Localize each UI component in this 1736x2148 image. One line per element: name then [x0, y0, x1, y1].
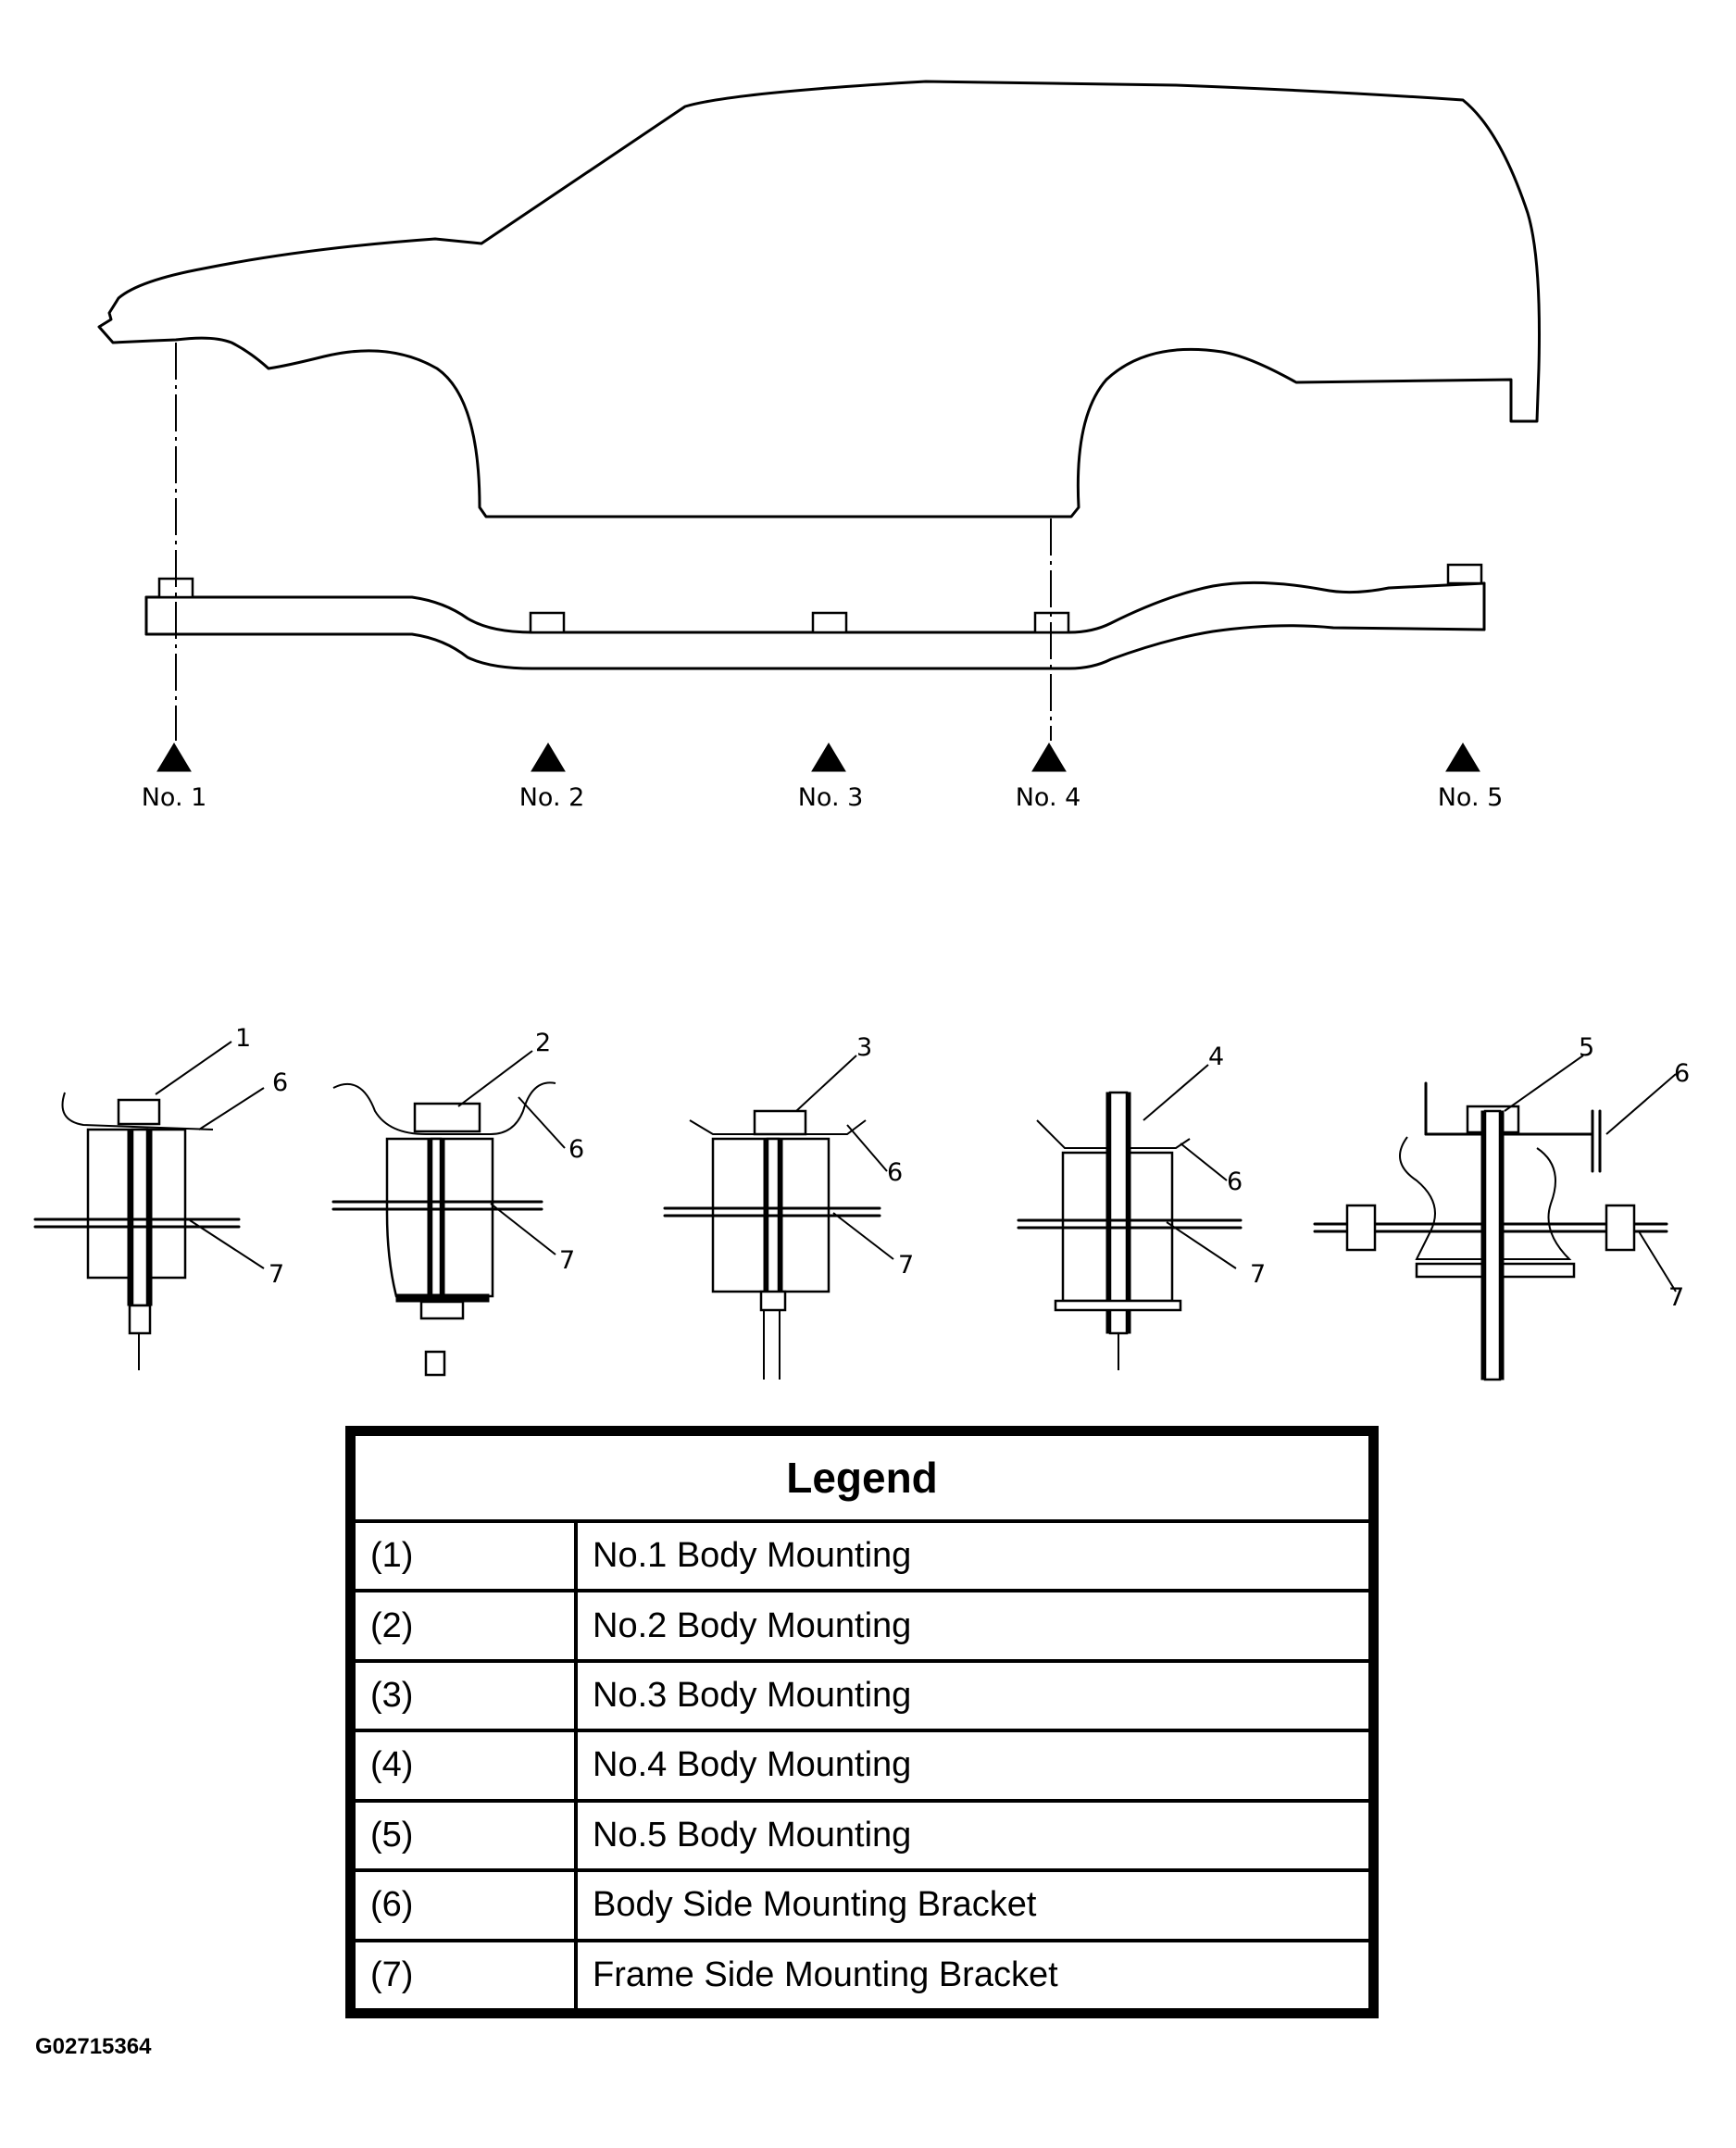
callout-number: 6	[272, 1068, 288, 1097]
position-label: No. 4	[1016, 783, 1081, 812]
callout-number: 2	[535, 1029, 551, 1057]
legend-text: Body Side Mounting Bracket	[574, 1868, 1372, 1942]
legend-row: (4)No.4 Body Mounting	[352, 1729, 1372, 1803]
position-label: No. 5	[1438, 783, 1504, 812]
figure-id: G02715364	[35, 2034, 152, 2059]
legend-code: (4)	[352, 1729, 578, 1803]
legend-code: (1)	[352, 1518, 578, 1593]
mount-detail-1: 1 6 7	[33, 1024, 288, 1370]
callout-number: 1	[235, 1024, 251, 1053]
legend-title: Legend	[352, 1432, 1372, 1523]
position-marker-1: No. 1	[142, 743, 207, 812]
legend-row: (7)Frame Side Mounting Bracket	[352, 1938, 1372, 2013]
mount-detail-2: 2 6 7	[331, 1029, 584, 1377]
position-marker-3: No. 3	[798, 743, 864, 812]
legend-text: No.3 Body Mounting	[574, 1658, 1372, 1733]
callout-number: 6	[1674, 1059, 1690, 1088]
legend-code: (5)	[352, 1798, 578, 1873]
legend-text: No.1 Body Mounting	[574, 1518, 1372, 1593]
legend-code: (3)	[352, 1658, 578, 1733]
legend-text: No.5 Body Mounting	[574, 1798, 1372, 1873]
callout-number: 7	[1668, 1283, 1684, 1312]
callout-number: 7	[1250, 1260, 1266, 1289]
legend-row: (3)No.3 Body Mounting	[352, 1658, 1372, 1733]
callout-number: 7	[269, 1260, 284, 1289]
position-label: No. 3	[798, 783, 864, 812]
callout-number: 6	[568, 1135, 584, 1164]
callout-number: 3	[856, 1033, 872, 1062]
vehicle-frame	[144, 563, 1486, 670]
callout-number: 6	[1227, 1168, 1243, 1196]
legend-code: (2)	[352, 1589, 578, 1663]
legend-row: (2)No.2 Body Mounting	[352, 1589, 1372, 1663]
position-marker-5: No. 5	[1438, 743, 1504, 812]
position-label: No. 1	[142, 783, 207, 812]
mount-detail-3: 3 6 7	[663, 1033, 914, 1380]
legend-code: (7)	[352, 1938, 578, 2013]
legend-row: (1)No.1 Body Mounting	[352, 1518, 1372, 1593]
mount-detail-4: 4 6 7	[1017, 1043, 1266, 1370]
mount-detail-5: 5 6 7	[1313, 1033, 1690, 1381]
vehicle-body-outline	[97, 80, 1541, 518]
legend-row: (6)Body Side Mounting Bracket	[352, 1868, 1372, 1942]
legend-table: Legend (1)No.1 Body Mounting (2)No.2 Bod…	[345, 1426, 1379, 2018]
callout-number: 7	[559, 1246, 575, 1275]
position-label: No. 2	[519, 783, 585, 812]
legend-text: No.2 Body Mounting	[574, 1589, 1372, 1663]
body-mounting-diagram: No. 1 No. 2 No. 3 No. 4 No. 5 1 6 7	[33, 80, 1690, 1381]
legend-row: (5)No.5 Body Mounting	[352, 1798, 1372, 1873]
callout-number: 4	[1208, 1043, 1224, 1071]
position-marker-2: No. 2	[519, 743, 585, 812]
callout-number: 5	[1579, 1033, 1594, 1062]
callout-number: 7	[898, 1251, 914, 1280]
position-marker-4: No. 4	[1016, 743, 1081, 812]
callout-number: 6	[887, 1158, 903, 1187]
legend-code: (6)	[352, 1868, 578, 1942]
legend-text: Frame Side Mounting Bracket	[574, 1938, 1372, 2013]
legend-text: No.4 Body Mounting	[574, 1729, 1372, 1803]
